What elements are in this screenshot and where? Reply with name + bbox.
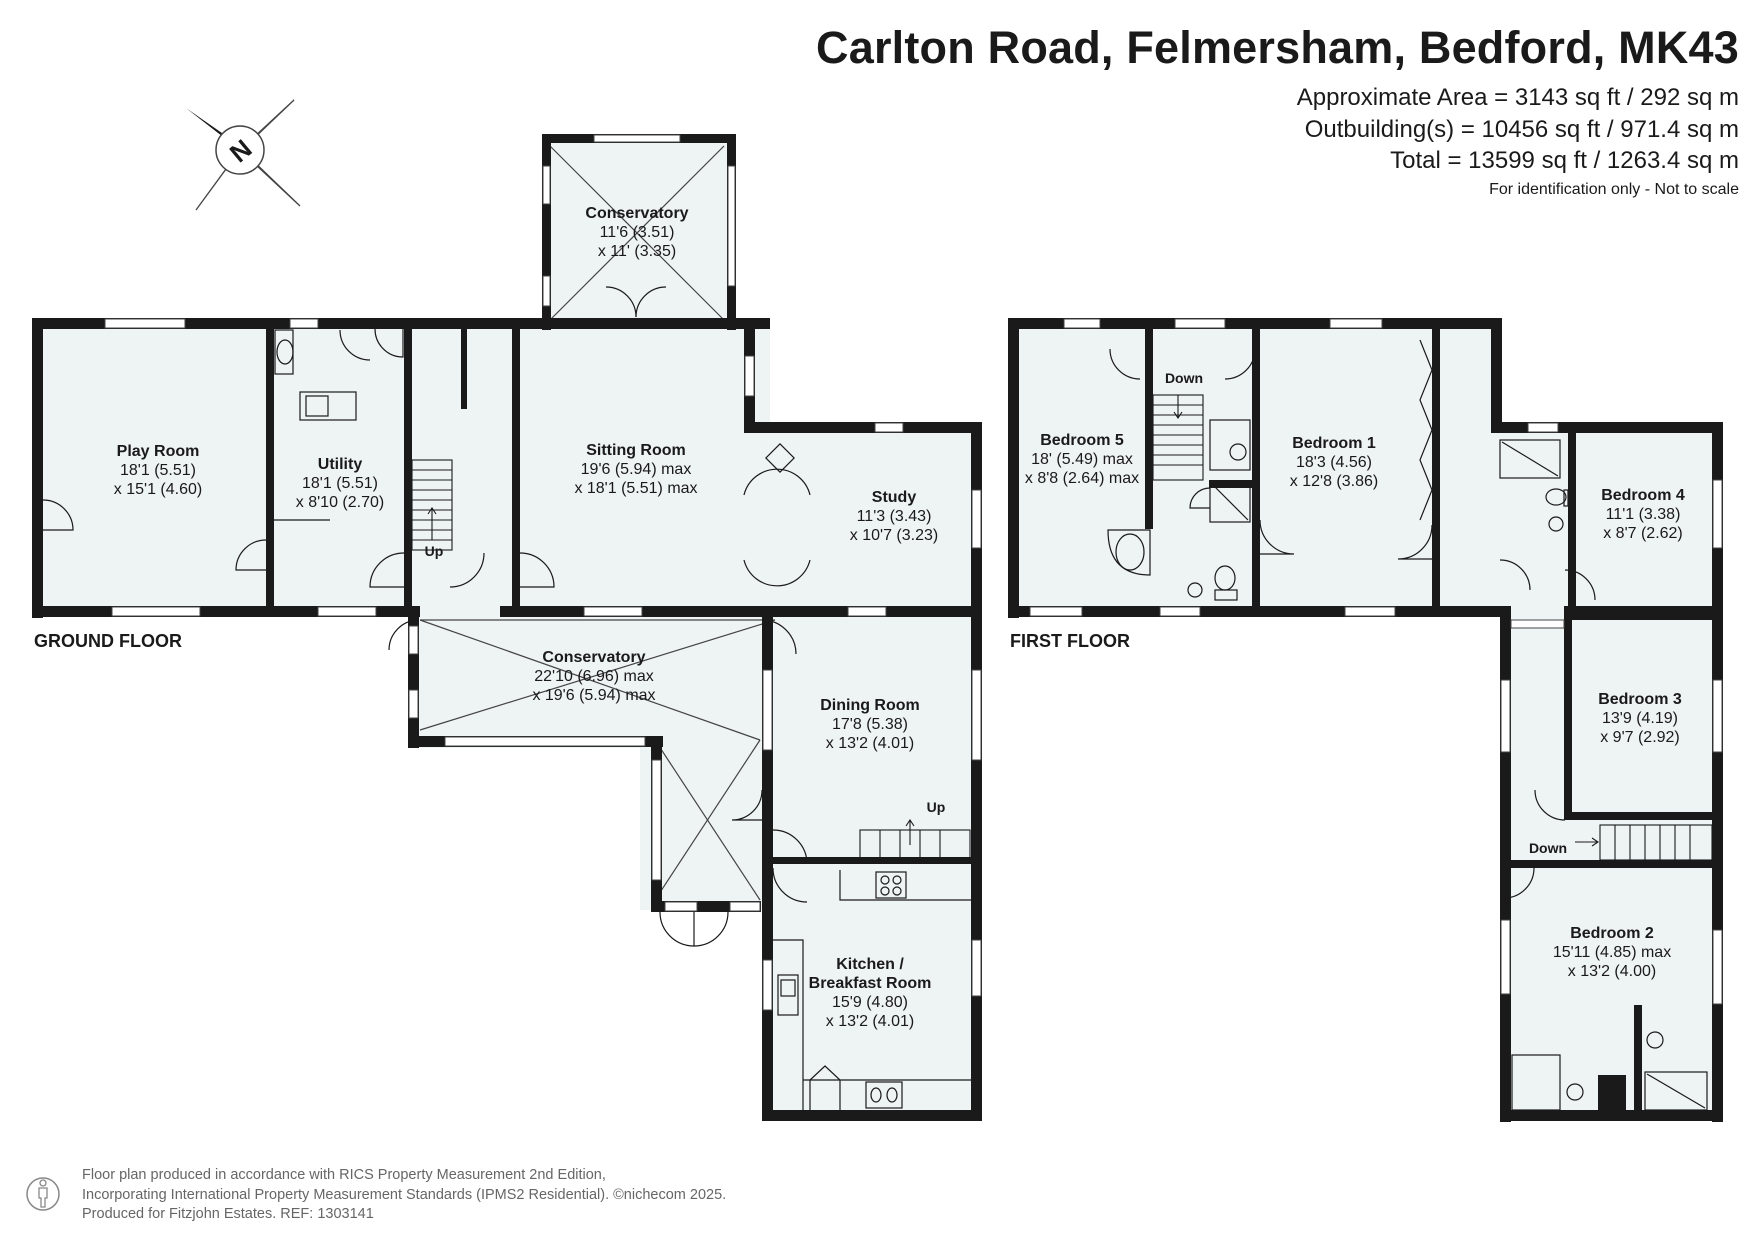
label-utility-name: Utility [318, 456, 363, 473]
label-bedroom1-dim2: x 12'8 (3.86) [1290, 473, 1378, 490]
label-conservatory-top-dim1: 11'6 (3.51) [600, 224, 675, 241]
label-bedroom4-dim1: 11'1 (3.38) [1606, 506, 1681, 523]
label-play-room-dim1: 18'1 (5.51) [120, 462, 196, 479]
label-utility-dim2: x 8'10 (2.70) [296, 494, 384, 511]
label-sitting-room-name: Sitting Room [586, 442, 686, 459]
compass-icon: N [186, 99, 301, 211]
label-kitchen-name: Kitchen / [836, 956, 904, 973]
label-bedroom2-dim2: x 13'2 (4.00) [1568, 963, 1656, 980]
label-bedroom2-dim1: 15'11 (4.85) max [1553, 944, 1671, 961]
label-dining-room-dim2: x 13'2 (4.01) [826, 735, 914, 752]
person-scale-icon [26, 1177, 60, 1211]
label-bedroom4-name: Bedroom 4 [1601, 487, 1685, 504]
label-stairs-up-1: Up [425, 543, 444, 559]
page-title: Carlton Road, Felmersham, Bedford, MK43 [816, 22, 1739, 73]
label-dining-room-name: Dining Room [820, 697, 920, 714]
label-study-dim1: 11'3 (3.43) [857, 508, 932, 525]
label-stairs-up-2: Up [927, 799, 946, 815]
label-conservatory-main-dim1: 22'10 (6.96) max [534, 668, 654, 685]
label-kitchen-name2: Breakfast Room [809, 975, 932, 992]
label-bedroom4-dim2: x 8'7 (2.62) [1603, 525, 1683, 542]
label-stairs-down-2: Down [1529, 840, 1567, 856]
label-bedroom3-dim2: x 9'7 (2.92) [1600, 729, 1680, 746]
total-area: Total = 13599 sq ft / 1263.4 sq m [1390, 147, 1739, 174]
outbuildings-area: Outbuilding(s) = 10456 sq ft / 971.4 sq … [1304, 116, 1739, 143]
label-conservatory-top-name: Conservatory [585, 205, 688, 222]
label-play-room-dim2: x 15'1 (4.60) [114, 481, 202, 498]
label-utility-dim1: 18'1 (5.51) [302, 475, 378, 492]
label-conservatory-top-dim2: x 11' (3.35) [598, 243, 676, 260]
label-kitchen-dim1: 15'9 (4.80) [832, 994, 908, 1011]
label-kitchen-dim2: x 13'2 (4.01) [826, 1013, 914, 1030]
label-stairs-down-1: Down [1165, 370, 1203, 386]
label-sitting-room-dim2: x 18'1 (5.51) max [574, 480, 697, 497]
scale-note: For identification only - Not to scale [1489, 181, 1739, 198]
label-bedroom5-dim1: 18' (5.49) max [1031, 451, 1133, 468]
first-floor: Bedroom 5 18' (5.49) max x 8'8 (2.64) ma… [1008, 318, 1723, 1122]
label-bedroom2-name: Bedroom 2 [1570, 925, 1654, 942]
label-bedroom1-name: Bedroom 1 [1292, 435, 1376, 452]
label-dining-room-dim1: 17'8 (5.38) [832, 716, 908, 733]
label-bedroom3-name: Bedroom 3 [1598, 691, 1682, 708]
ground-floor-label: GROUND FLOOR [34, 631, 182, 651]
ground-floor: Conservatory 11'6 (3.51) x 11' (3.35) Pl… [32, 134, 982, 1121]
first-floor-label: FIRST FLOOR [1010, 631, 1130, 651]
label-study-dim2: x 10'7 (3.23) [850, 527, 938, 544]
label-bedroom5-dim2: x 8'8 (2.64) max [1025, 470, 1139, 487]
footer-line-2: Incorporating International Property Mea… [82, 1186, 727, 1203]
label-sitting-room-dim1: 19'6 (5.94) max [581, 461, 692, 478]
approximate-area: Approximate Area = 3143 sq ft / 292 sq m [1296, 84, 1739, 111]
label-conservatory-main-dim2: x 19'6 (5.94) max [532, 687, 655, 704]
label-play-room-name: Play Room [117, 443, 200, 460]
label-bedroom3-dim1: 13'9 (4.19) [1602, 710, 1678, 727]
label-conservatory-main-name: Conservatory [542, 649, 645, 666]
footer: Floor plan produced in accordance with R… [82, 1166, 726, 1225]
label-study-name: Study [872, 489, 917, 506]
footer-line-3: Produced for Fitzjohn Estates. REF: 1303… [82, 1206, 374, 1222]
label-bedroom5-name: Bedroom 5 [1040, 432, 1124, 449]
footer-line-1: Floor plan produced in accordance with R… [82, 1167, 606, 1183]
label-bedroom1-dim1: 18'3 (4.56) [1296, 454, 1372, 471]
